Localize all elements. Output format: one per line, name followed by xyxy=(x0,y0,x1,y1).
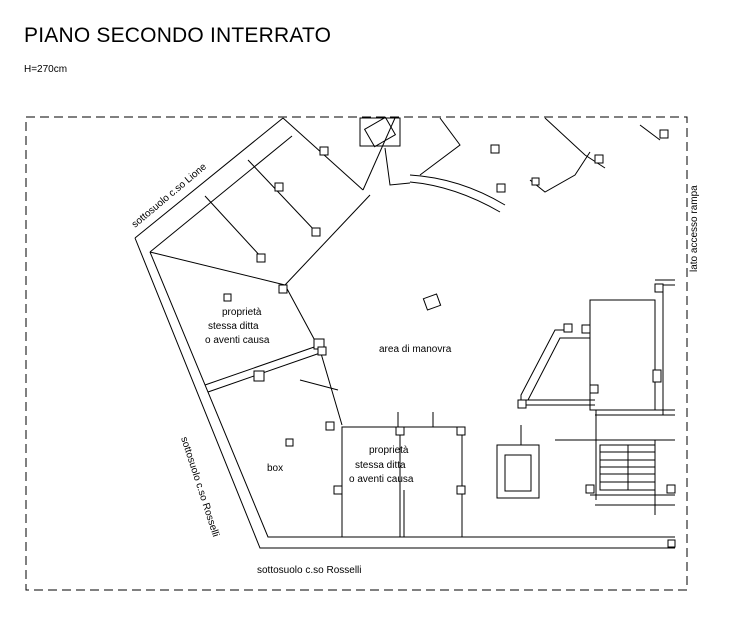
label-prop-center-1: proprietà xyxy=(369,445,409,456)
partition-wall xyxy=(247,159,317,233)
lift-shaft xyxy=(496,444,540,499)
label-area-manovra: area di manovra xyxy=(379,344,452,355)
partition-wall xyxy=(204,344,321,386)
plan-title: PIANO SECONDO INTERRATO xyxy=(24,24,332,47)
plan-boundary xyxy=(25,116,688,591)
partition-wall xyxy=(284,194,371,286)
label-box: box xyxy=(267,463,283,474)
label-prop-left-1: proprietà xyxy=(222,307,262,318)
label-rosselli-left: sottosuolo c.so Rosselli xyxy=(178,436,221,539)
height-note: H=270cm xyxy=(24,64,68,75)
label-prop-left-3: o aventi causa xyxy=(205,335,270,346)
label-lione: sottosuolo c.so Lione xyxy=(130,161,209,230)
label-rampa: lato accesso rampa xyxy=(689,185,700,272)
partition-wall xyxy=(204,195,263,259)
label-rosselli-bottom: sottosuolo c.so Rosselli xyxy=(257,565,362,576)
label-prop-center-3: o aventi causa xyxy=(349,474,414,485)
outer-wall xyxy=(134,117,284,239)
partition-wall xyxy=(362,117,396,191)
label-prop-left-2: stessa ditta xyxy=(208,321,259,332)
partition-wall xyxy=(149,251,286,286)
partition-wall xyxy=(207,351,324,393)
right-wall xyxy=(520,329,570,400)
outer-wall xyxy=(149,135,293,253)
outer-wall xyxy=(149,251,675,538)
outer-wall xyxy=(134,237,675,549)
label-prop-center-2: stessa ditta xyxy=(355,460,406,471)
